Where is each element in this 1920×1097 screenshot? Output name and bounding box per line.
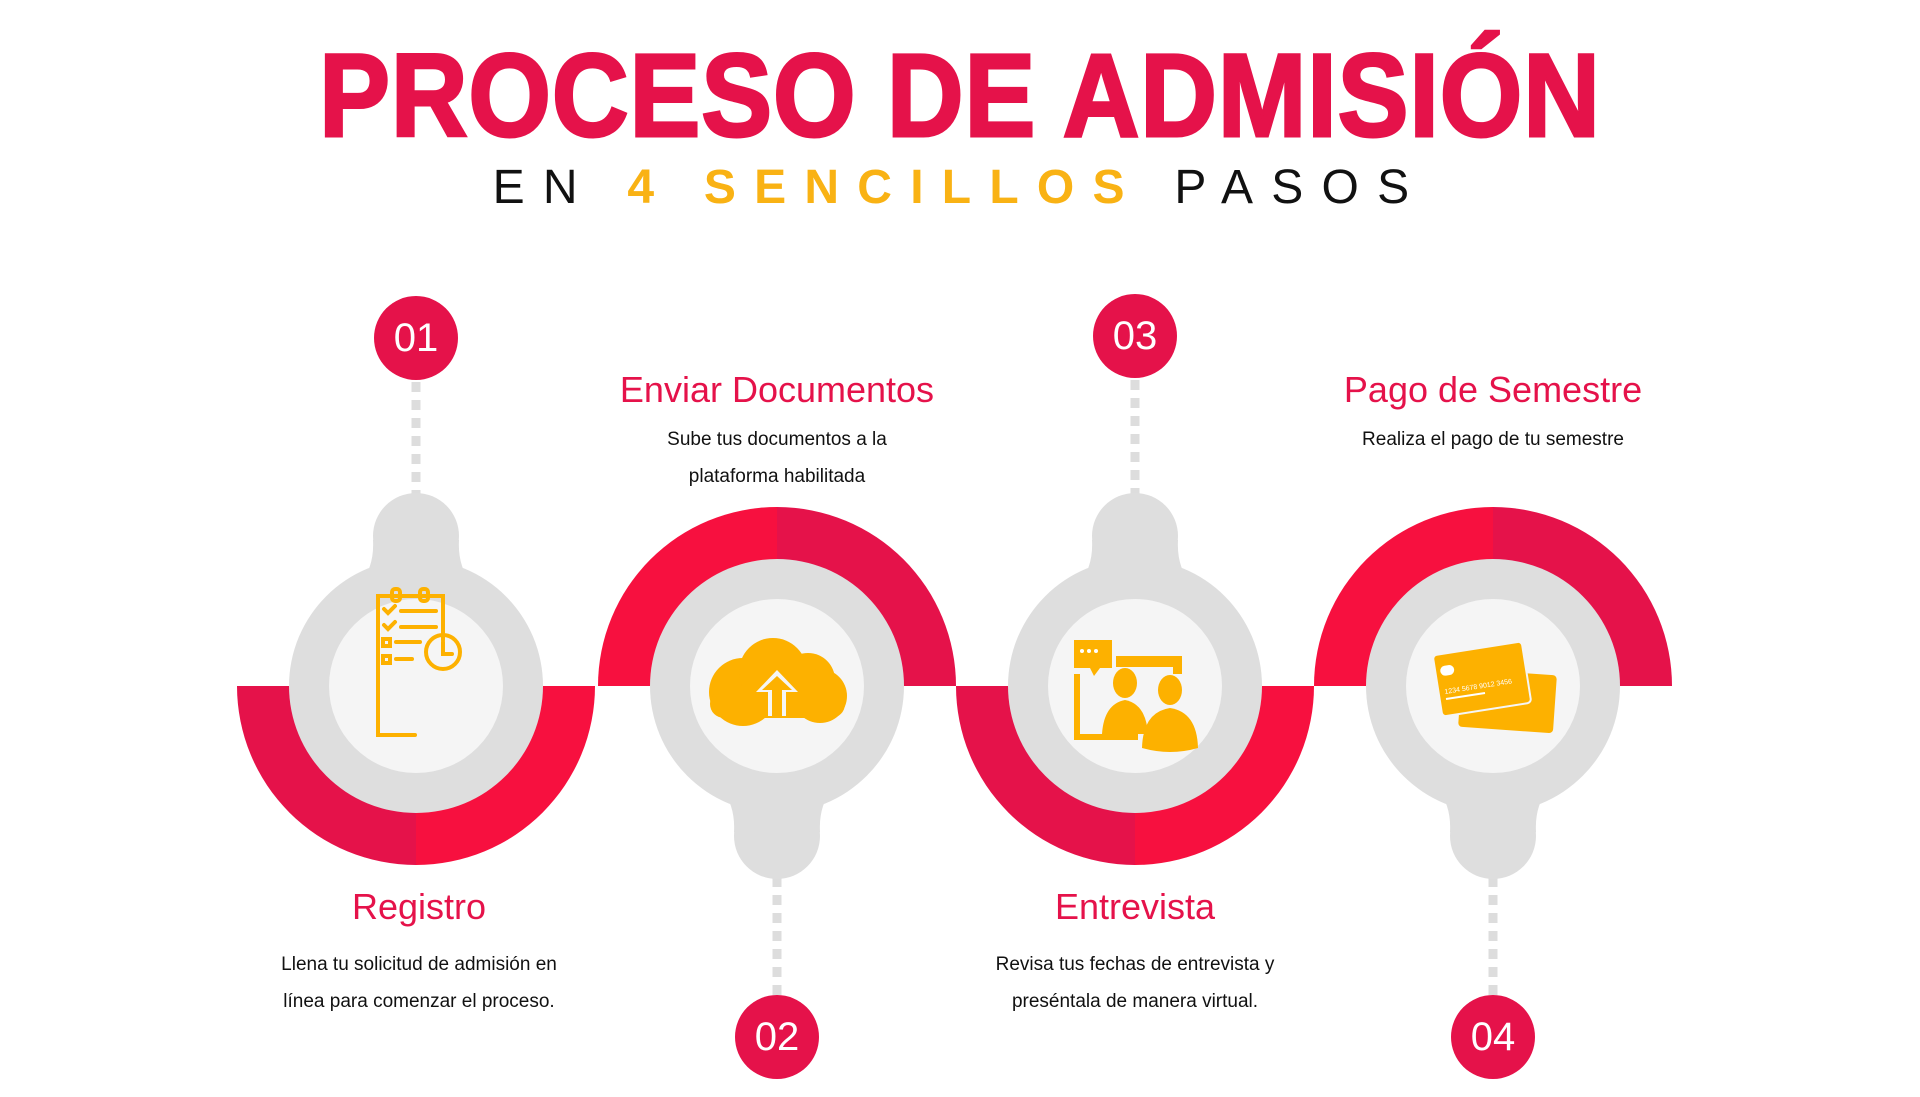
step-title: Enviar Documentos bbox=[619, 369, 935, 410]
step-title: Entrevista bbox=[1054, 886, 1216, 927]
step-description-line: línea para comenzar el proceso. bbox=[283, 991, 555, 1012]
clipboard-clock-icon bbox=[376, 587, 462, 737]
step-description: Sube tus documentos a la plataforma habi… bbox=[567, 421, 987, 495]
subtitle-prefix: EN bbox=[492, 161, 596, 214]
step-title: Registro bbox=[351, 886, 487, 927]
page-title: PROCESO DE ADMISIÓN bbox=[318, 29, 1602, 164]
step-number-badge: 01 bbox=[374, 296, 458, 380]
subtitle-suffix: PASOS bbox=[1174, 161, 1428, 214]
step-description-line: Llena tu solicitud de admisión en bbox=[281, 954, 557, 975]
step-description-line: Revisa tus fechas de entrevista y bbox=[995, 954, 1275, 975]
step-description: Realiza el pago de tu semestre bbox=[1283, 421, 1703, 458]
subtitle-accent: 4 SENCILLOS bbox=[627, 161, 1143, 214]
step-description: Revisa tus fechas de entrevista y presén… bbox=[925, 946, 1345, 1020]
step-number-badge: 04 bbox=[1451, 995, 1535, 1079]
step-description-line: plataforma habilitada bbox=[688, 466, 866, 487]
video-interview-icon bbox=[1074, 640, 1198, 752]
credit-card-icon: 1234 5678 9012 3456 bbox=[1432, 640, 1557, 734]
step-description-line: preséntala de manera virtual. bbox=[1011, 991, 1259, 1012]
step-description: Llena tu solicitud de admisión en línea … bbox=[209, 946, 629, 1020]
step-number-badge: 03 bbox=[1093, 294, 1177, 378]
step-number-badge: 02 bbox=[735, 995, 819, 1079]
page-subtitle: EN 4 SENCILLOS PASOS bbox=[0, 160, 1920, 215]
step-description-line: Sube tus documentos a la bbox=[667, 429, 887, 450]
step-title: Pago de Semestre bbox=[1343, 369, 1643, 410]
step-description-line: Realiza el pago de tu semestre bbox=[1362, 429, 1624, 450]
cloud-upload-icon bbox=[709, 638, 847, 726]
